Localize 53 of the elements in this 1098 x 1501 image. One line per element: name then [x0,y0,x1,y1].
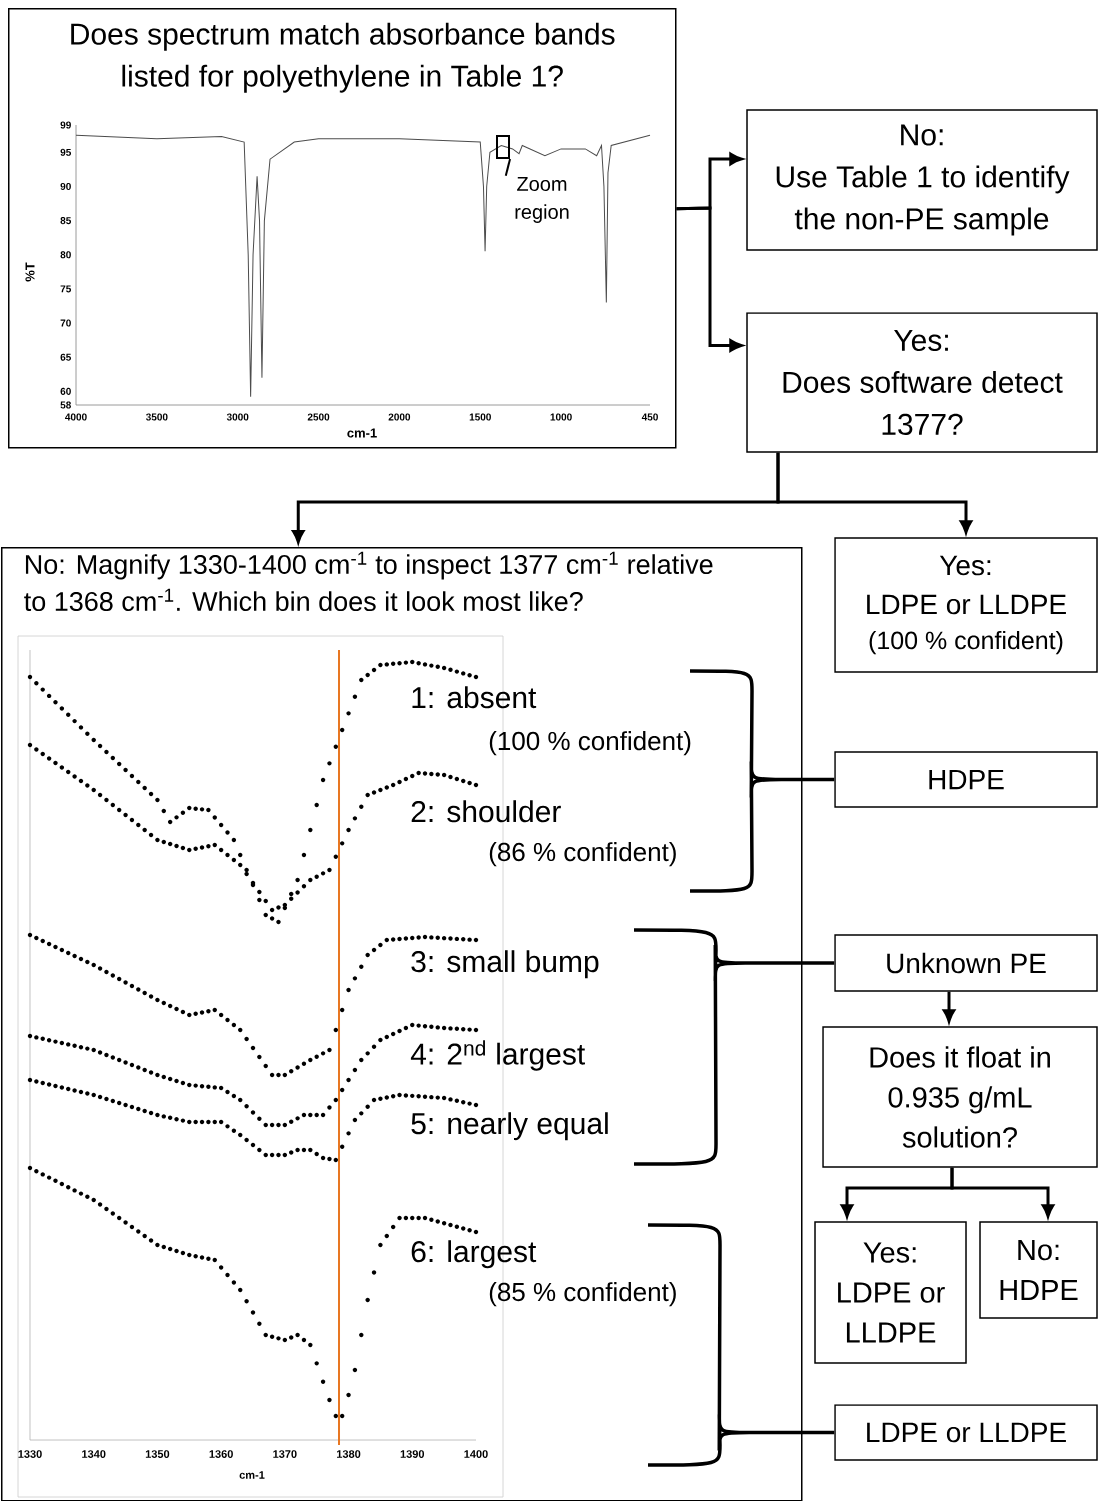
curly-brace [688,669,836,893]
question-box: Yes: Does software detect 1377? [746,312,1098,453]
tick-label: 90 [60,182,71,190]
tick-label: 1340 [82,1450,106,1458]
tick-label: 60 [60,387,71,395]
bin-label: 4: 2$^{nd}$ largest [410,1040,585,1071]
tick-label: 3500 [145,413,168,421]
axis-title: %T [25,262,35,282]
arrow [950,1167,1055,1218]
tick-label: 1370 [273,1450,297,1458]
result-box: Yes: LDPE or LLDPE [814,1221,967,1364]
curly-brace [632,928,836,1166]
tick-label: 2000 [388,413,411,421]
bin-label: 3: small bump [411,950,599,979]
tick-label: 95 [60,148,71,156]
result-box: LDPE or LLDPE [834,1404,1098,1461]
tick-label: 1400 [464,1450,488,1458]
result-box: No: Use Table 1 to identify the non-PE sample [746,109,1098,251]
tick-label: 1360 [209,1450,233,1458]
tick-label: 75 [60,285,71,293]
axis-title: cm-1 [239,1471,265,1479]
tick-label: 65 [60,353,71,361]
result-box: HDPE [834,751,1098,808]
tick-label: 2500 [307,413,330,421]
bin-label: 2: shoulder (86 % confident) [411,800,676,867]
tick-label: 1000 [550,413,572,421]
tick-label: 1380 [337,1450,361,1458]
tick-label: 1390 [400,1450,425,1458]
tick-label: 1350 [145,1450,170,1458]
bin-label: 1: absent (100 % confident) [412,686,691,756]
tick-label: 80 [60,251,71,259]
result-box: Yes: LDPE or LLDPE (100 % confident) [834,537,1098,673]
curly-brace [646,1223,836,1467]
result-box: No: HDPE [979,1221,1098,1319]
tick-label: 1330 [18,1450,42,1458]
bin-label: 5: nearly equal [411,1112,608,1141]
tick-label: 99 [60,121,71,129]
zoom-box [496,135,510,159]
tick-label: 1500 [469,413,491,421]
leader-line [504,158,511,177]
axis-title: cm-1 [347,428,377,438]
tick-label: 450 [641,413,658,421]
tick-label: 4000 [65,413,87,421]
result-box: Unknown PE [834,934,1098,992]
tick-label: 3000 [226,413,249,421]
tick-label: 58 [60,401,71,409]
bin-label: 6: largest (85 % confident) [411,1240,676,1307]
tick-label: 85 [60,217,71,225]
arrow [942,991,956,1023]
arrow [776,452,973,534]
tick-label: 70 [60,319,71,327]
callout-text: Zoom region [515,177,569,223]
question-box: Does it float in 0.935 g/mL solution? [822,1026,1098,1168]
